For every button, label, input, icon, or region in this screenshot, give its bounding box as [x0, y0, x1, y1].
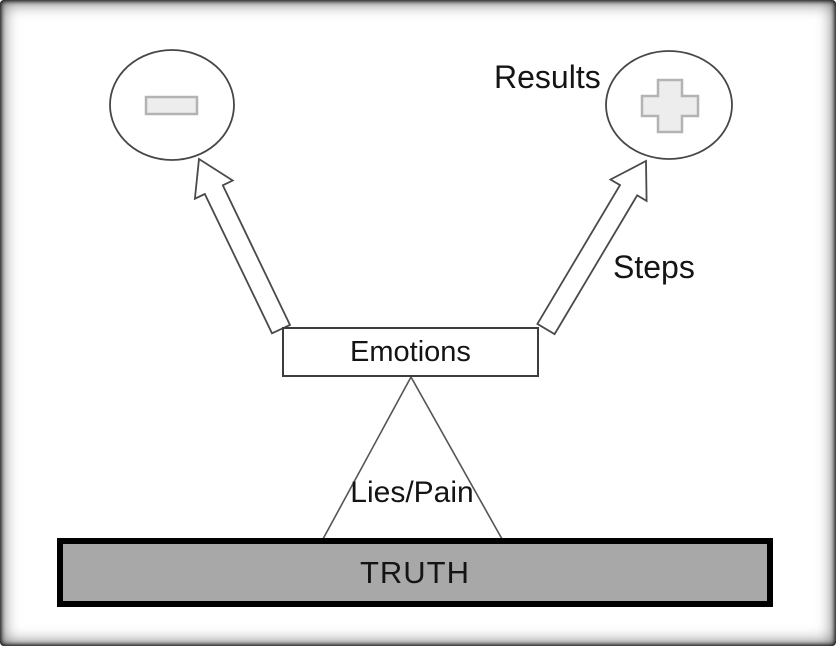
- arrow-up-right: [536, 159, 648, 336]
- plus-icon: [640, 78, 700, 134]
- results-label: Results: [494, 59, 601, 95]
- steps-label: Steps: [613, 249, 695, 285]
- arrow-up-left: [193, 157, 292, 335]
- minus-icon: [144, 95, 199, 116]
- emotions-box: Emotions: [282, 327, 539, 377]
- emotions-label: Emotions: [350, 335, 471, 368]
- triangle-lines: [322, 375, 503, 540]
- truth-label: TRUTH: [359, 554, 471, 590]
- truth-bar: TRUTH: [57, 538, 773, 607]
- lies-pain-label: Lies/Pain: [350, 476, 474, 509]
